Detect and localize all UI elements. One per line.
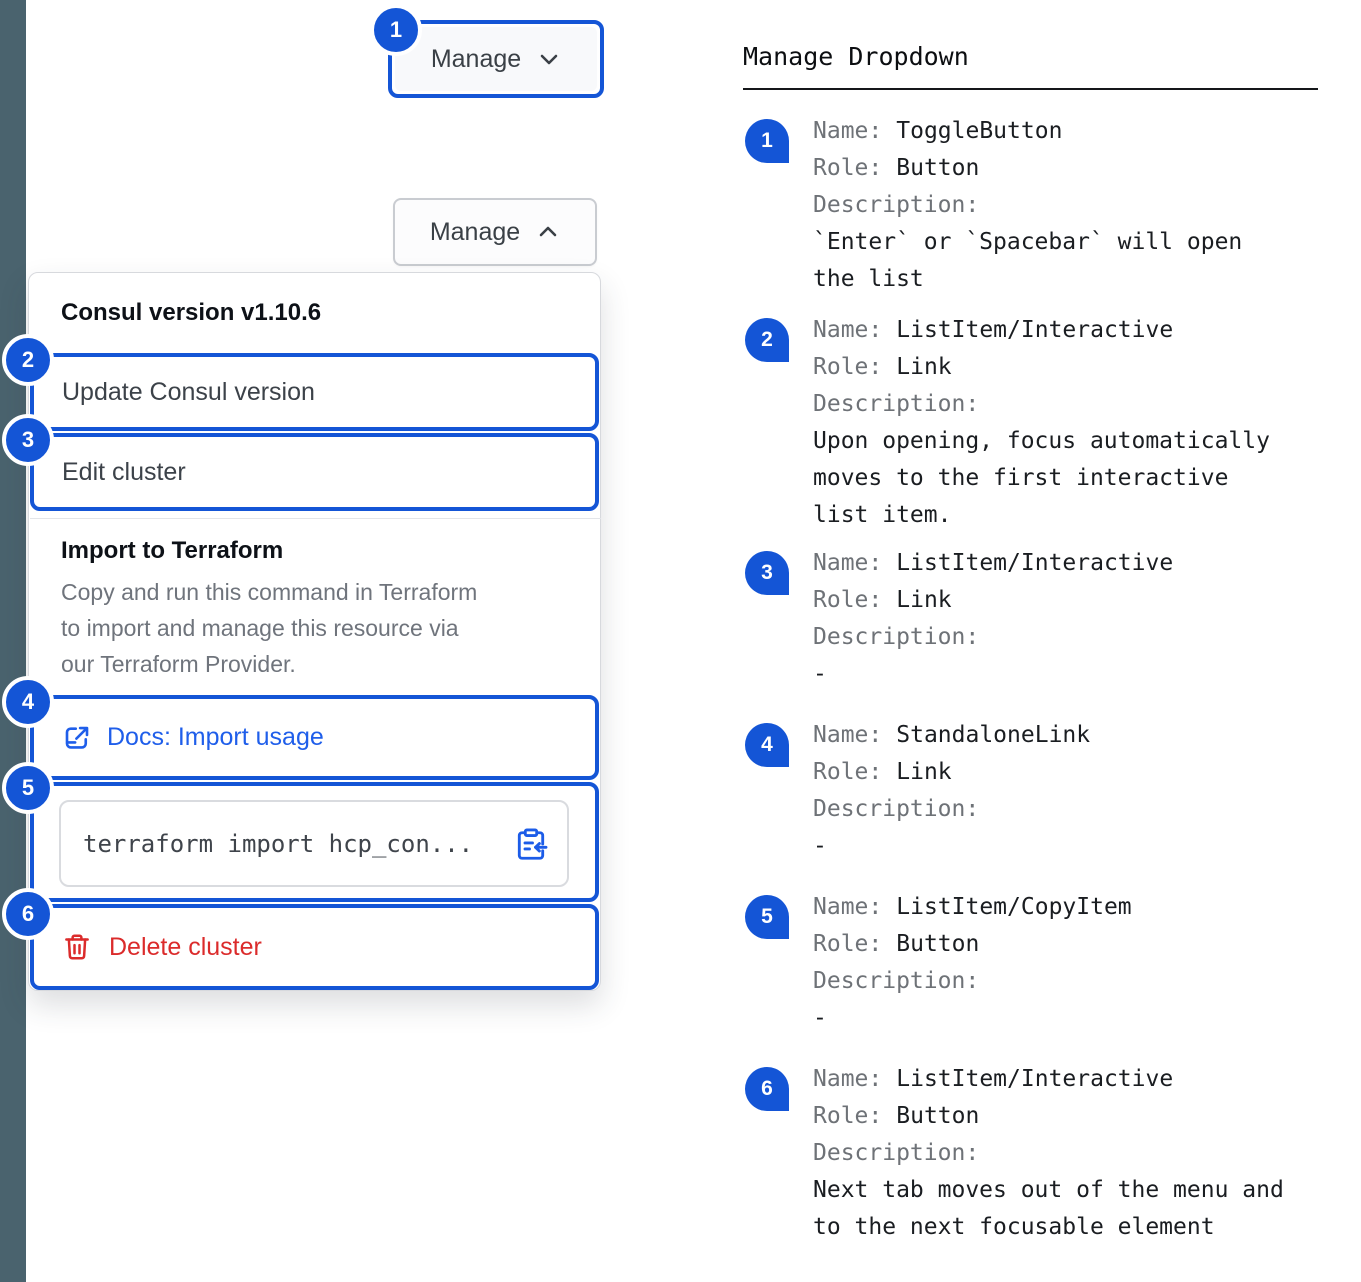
annotation-badge-3: 3 [2,414,54,466]
manage-toggle-button[interactable]: Manage [395,27,597,91]
manage-toggle-button-open[interactable]: Manage [393,198,597,266]
left-edge-strip [0,0,26,1282]
annotation-outline-2: Update Consul version [30,353,599,431]
annotation-outline-6: Delete cluster [30,904,599,990]
menu-divider [30,518,601,519]
terraform-description-line: our Terraform Provider. [61,651,296,677]
annotation-item-2: 2 Name:ListItem/Interactive Role:Link De… [745,312,1291,534]
annotation-outline-3: Edit cluster [30,433,599,511]
annotation-badge-2: 2 [2,334,54,386]
annotation-description-text: `Enter` or `Spacebar` will open the list [813,229,1243,292]
annotation-outline-4: Docs: Import usage [30,695,599,780]
annotation-role-line: Role:Button [813,931,980,957]
annotation-description-text: - [813,661,827,687]
menu-item-label: Edit cluster [62,457,186,486]
menu-item-update-consul-version[interactable]: Update Consul version [34,357,595,427]
annotation-role-line: Role:Button [813,155,980,181]
annotation-badge-4: 4 [2,676,54,728]
annotation-name-line: Name:ToggleButton [813,118,1063,144]
annotations-heading-rule [743,88,1318,90]
annotation-item-5: 5 Name:ListItem/CopyItem Role:Button Des… [745,889,1291,1037]
menu-item-label: Update Consul version [62,377,315,406]
manage-button-open-label: Manage [429,217,521,246]
annotation-outline-5 [30,782,599,902]
annotation-role-line: Role:Link [813,354,952,380]
annotation-number-bubble: 3 [745,551,789,595]
delete-cluster-label: Delete cluster [109,932,262,961]
annotation-item-6: 6 Name:ListItem/Interactive Role:Button … [745,1061,1291,1246]
annotation-name-line: Name:ListItem/CopyItem [813,894,1132,920]
annotation-badge-6: 6 [2,888,54,940]
consul-version-title: Consul version v1.10.6 [61,299,322,326]
annotation-description-text: - [813,1005,827,1031]
annotation-description-label: Description: [813,796,980,822]
docs-link-label: Docs: Import usage [107,723,324,751]
annotation-role-line: Role:Link [813,759,952,785]
annotation-description-label: Description: [813,1140,980,1166]
annotation-description-label: Description: [813,391,980,417]
manage-button-label: Manage [430,44,522,73]
annotation-number-bubble: 1 [745,119,789,163]
annotation-number-bubble: 4 [745,723,789,767]
annotation-description-text: Next tab moves out of the menu and to th… [813,1177,1284,1240]
annotation-description-label: Description: [813,968,980,994]
annotation-badge-1: 1 [370,4,422,56]
menu-item-delete-cluster[interactable]: Delete cluster [34,908,595,986]
terraform-import-code-field: terraform import hcp_con... [59,800,569,887]
annotation-item-4: 4 Name:StandaloneLink Role:Link Descript… [745,717,1291,865]
chevron-up-icon [536,220,560,244]
docs-external-link-icon [62,723,92,753]
annotation-name-line: Name:ListItem/Interactive [813,317,1174,343]
chevron-down-icon [537,47,561,71]
annotation-name-line: Name:ListItem/Interactive [813,1066,1174,1092]
terraform-import-command: terraform import hcp_con... [83,829,474,858]
annotation-name-line: Name:ListItem/Interactive [813,550,1174,576]
clipboard-copy-icon[interactable] [513,826,549,862]
docs-import-usage-link[interactable]: Docs: Import usage [34,699,595,776]
annotation-description-text: Upon opening, focus automatically moves … [813,428,1270,528]
annotation-description-text: - [813,833,827,859]
manage-toggle-focus-ring: Manage [388,20,604,98]
annotation-badge-5: 5 [2,762,54,814]
manage-dropdown-menu: Consul version v1.10.6 Update Consul ver… [28,272,601,991]
annotation-description-label: Description: [813,624,980,650]
annotation-number-bubble: 2 [745,318,789,362]
annotations-heading: Manage Dropdown [743,42,969,71]
terraform-description-line: to import and manage this resource via [61,615,459,641]
annotation-name-line: Name:StandaloneLink [813,722,1091,748]
trash-icon [62,932,92,962]
annotation-description-label: Description: [813,192,980,218]
terraform-description-line: Copy and run this command in Terraform [61,579,478,605]
annotation-number-bubble: 5 [745,895,789,939]
menu-item-edit-cluster[interactable]: Edit cluster [34,437,595,507]
annotation-item-1: 1 Name:ToggleButton Role:Button Descript… [745,113,1291,298]
annotation-role-line: Role:Button [813,1103,980,1129]
annotation-role-line: Role:Link [813,587,952,613]
annotation-number-bubble: 6 [745,1067,789,1111]
annotation-item-3: 3 Name:ListItem/Interactive Role:Link De… [745,545,1291,693]
import-terraform-title: Import to Terraform [61,537,284,564]
